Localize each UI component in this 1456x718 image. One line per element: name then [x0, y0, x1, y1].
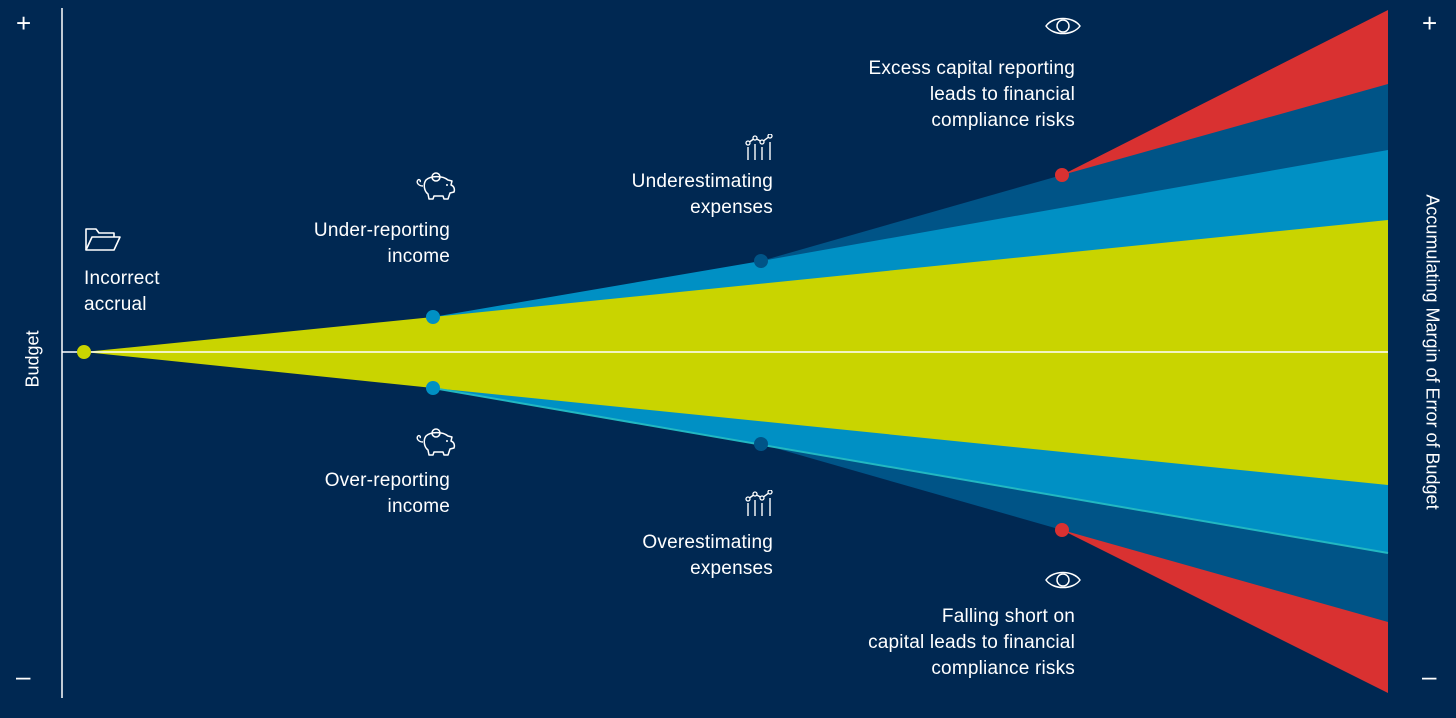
piggy-bank-icon	[416, 172, 456, 200]
folder-icon	[85, 228, 121, 251]
marker-capital-bottom	[1055, 523, 1069, 537]
label-excess-capital: Excess capital reporting leads to financ…	[868, 58, 1075, 131]
eye-icon	[1045, 17, 1081, 35]
label-under-reporting-income: Under-reporting income	[313, 220, 450, 267]
label-incorrect-accrual: Incorrect accrual	[84, 268, 160, 315]
marker-income-bottom	[426, 381, 440, 395]
marker-expenses-top	[754, 254, 768, 268]
right-minus-sign: –	[1422, 661, 1437, 691]
marker-expenses-bottom	[754, 437, 768, 451]
marker-accrual	[77, 345, 91, 359]
label-falling-short-capital: Falling short on capital leads to financ…	[868, 606, 1075, 679]
label-underestimating-expenses: Underestimating expenses	[631, 171, 773, 218]
marker-capital-top	[1055, 168, 1069, 182]
label-over-reporting-income: Over-reporting income	[324, 470, 450, 517]
label-overestimating-expenses: Overestimating expenses	[642, 532, 773, 579]
left-minus-sign: –	[16, 661, 31, 691]
right-plus-sign: +	[1422, 8, 1438, 38]
marker-income-top	[426, 310, 440, 324]
eye-icon	[1045, 571, 1081, 589]
band-edge-line	[432, 387, 1389, 554]
piggy-bank-icon	[416, 428, 456, 456]
budget-axis-label: Budget	[22, 330, 43, 388]
line-chart-icon	[745, 490, 773, 516]
left-plus-sign: +	[16, 8, 32, 38]
margin-axis-label: Accumulating Margin of Error of Budget	[1422, 194, 1443, 510]
line-chart-icon	[745, 134, 773, 160]
